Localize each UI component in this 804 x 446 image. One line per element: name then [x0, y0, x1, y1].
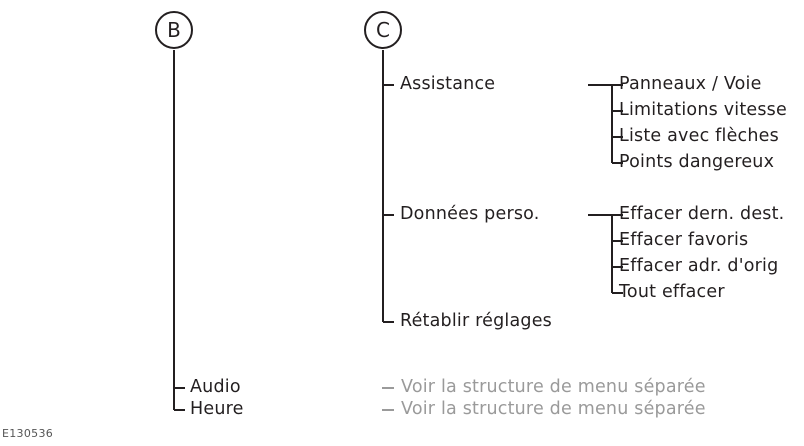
node-heure: Heure — [190, 399, 244, 419]
node-assistance: Assistance — [400, 74, 496, 94]
branch-marker-c: C — [364, 11, 402, 49]
node-effacer-adr-orig: Effacer adr. d'orig — [619, 256, 779, 276]
branch-marker-c-label: C — [376, 18, 390, 42]
node-liste-avec-fleches: Liste avec flèches — [619, 126, 779, 146]
node-donnees-perso: Données perso. — [400, 204, 540, 224]
node-audio: Audio — [190, 377, 241, 397]
figure-id-label: E130536 — [2, 427, 54, 440]
node-panneaux-voie: Panneaux / Voie — [619, 74, 762, 94]
node-retablir-reglages: Rétablir réglages — [400, 311, 552, 331]
branch-marker-b: B — [155, 11, 193, 49]
node-effacer-favoris: Effacer favoris — [619, 230, 749, 250]
node-tout-effacer: Tout effacer — [619, 282, 725, 302]
node-points-dangereux: Points dangereux — [619, 152, 775, 172]
note-heure: Voir la structure de menu séparée — [401, 399, 706, 419]
node-effacer-dern-dest: Effacer dern. dest. — [619, 204, 785, 224]
branch-marker-b-label: B — [167, 18, 181, 42]
note-audio: Voir la structure de menu séparée — [401, 377, 706, 397]
node-limitations-vitesse: Limitations vitesse — [619, 100, 787, 120]
